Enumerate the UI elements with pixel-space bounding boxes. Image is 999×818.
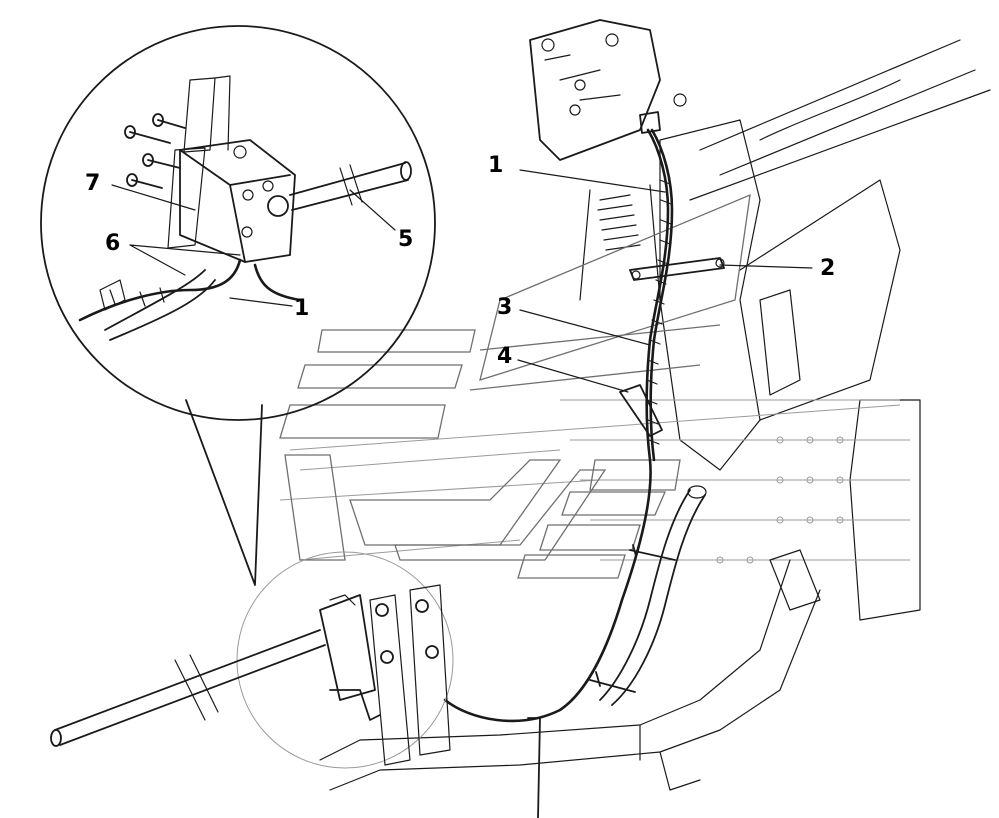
callout-4: 4 (497, 344, 512, 369)
screws (124, 113, 186, 189)
callout-5: 5 (398, 227, 413, 252)
cable-tie-4 (619, 384, 663, 437)
detail-view (40, 25, 436, 586)
callout-1: 1 (488, 153, 503, 178)
chassis-frame (279, 19, 991, 791)
wiring-harness (443, 111, 707, 818)
watermark-logo (279, 193, 751, 579)
callout-6: 6 (105, 231, 120, 256)
callout-labels: 1 2 3 4 5 6 7 1 (85, 153, 835, 369)
leader-lines (111, 169, 813, 393)
clamp-2 (629, 257, 725, 281)
callout-7: 7 (85, 171, 100, 196)
callout-1-detail: 1 (294, 296, 309, 321)
frame-holes (716, 436, 844, 564)
callout-3: 3 (497, 295, 512, 320)
sensor-assembly (50, 551, 454, 769)
callout-2: 2 (820, 256, 835, 281)
